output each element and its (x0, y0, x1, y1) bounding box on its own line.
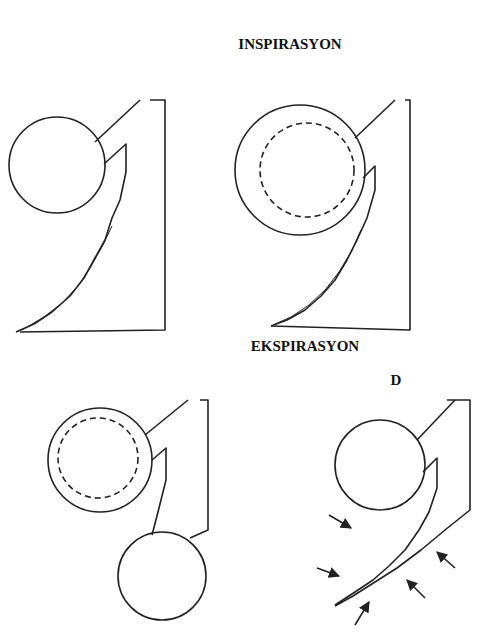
section-heading: EKSPIRASYON (251, 338, 359, 355)
alveolus-panel (9, 100, 165, 332)
alveolus-panel (235, 100, 410, 330)
panel-letter: D (391, 372, 402, 389)
section-heading: INSPIRASYON (238, 36, 341, 53)
alveolus-panel (317, 400, 470, 625)
alveolus-panel (48, 400, 208, 620)
